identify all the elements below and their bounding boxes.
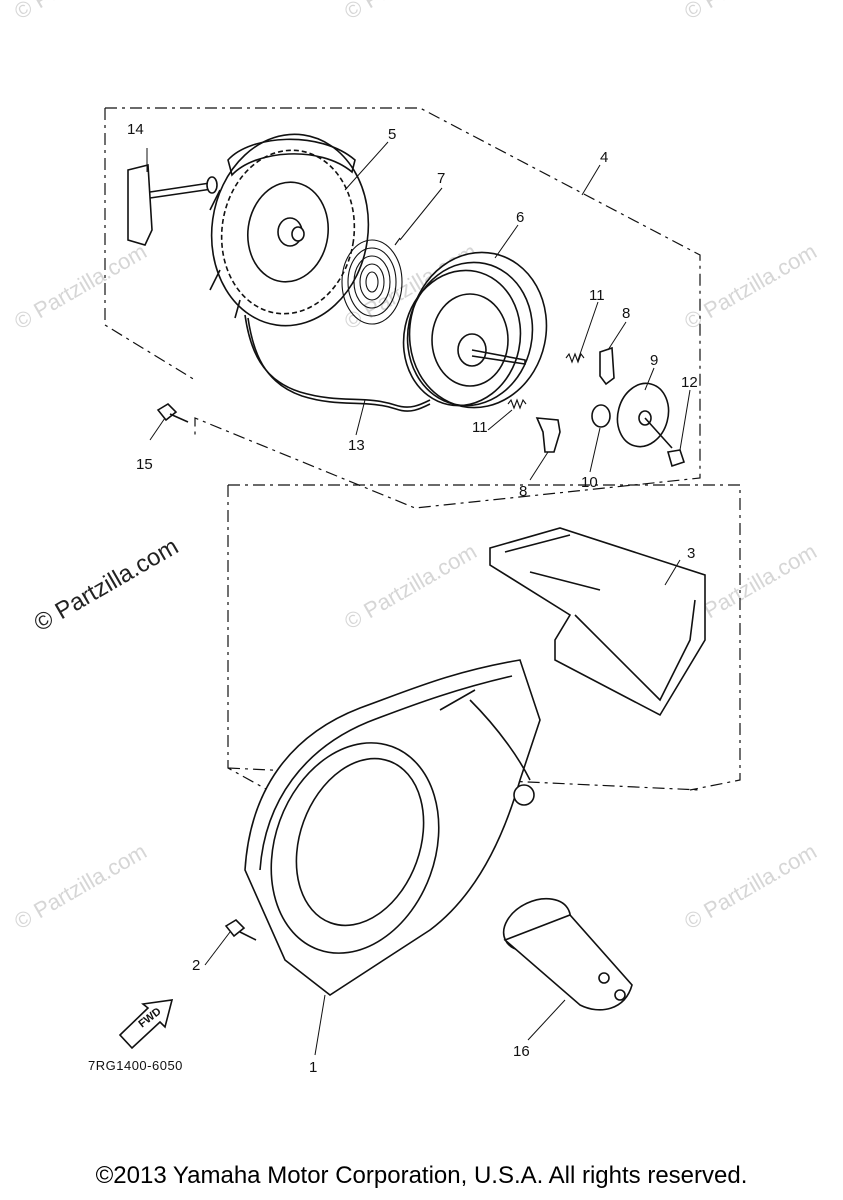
watermark-text: © Partzilla.com bbox=[10, 839, 151, 935]
callout-8-lower: 8 bbox=[519, 483, 527, 500]
cup-sleeve bbox=[502, 897, 633, 1011]
recoil-spring bbox=[341, 237, 403, 325]
callout-6: 6 bbox=[516, 209, 524, 226]
flywheel-cover bbox=[244, 659, 541, 996]
leader-lines bbox=[146, 141, 691, 1056]
callout-5: 5 bbox=[388, 126, 396, 143]
watermark-text: © Partzilla.com bbox=[680, 839, 821, 935]
callout-3: 3 bbox=[687, 545, 695, 562]
fwd-arrow-icon: FWD bbox=[118, 999, 174, 1050]
starter-case bbox=[209, 133, 370, 327]
callout-11-lower: 11 bbox=[472, 419, 488, 436]
callout-8-upper: 8 bbox=[622, 305, 630, 322]
screw bbox=[666, 449, 686, 468]
watermark-text: © Partzilla.com bbox=[10, 0, 151, 24]
callout-13: 13 bbox=[348, 437, 365, 454]
starter-handle bbox=[127, 163, 218, 246]
pawl-spring-lower bbox=[507, 398, 527, 410]
watermark-main: © Partzilla.com bbox=[30, 533, 184, 637]
callout-12: 12 bbox=[681, 374, 698, 391]
watermark-text: © Partzilla.com bbox=[340, 0, 481, 24]
watermark-text: © Partzilla.com bbox=[10, 239, 151, 335]
sheave-drum bbox=[402, 251, 548, 409]
callout-7: 7 bbox=[437, 170, 445, 187]
watermark-text: © Partzilla.com bbox=[680, 0, 821, 24]
bolt-upper bbox=[156, 402, 189, 423]
part-code: 7RG1400-6050 bbox=[88, 1058, 183, 1073]
callout-1: 1 bbox=[309, 1059, 317, 1076]
callout-15: 15 bbox=[136, 456, 153, 473]
friction-ring bbox=[591, 404, 611, 428]
watermark-text: © Partzilla.com bbox=[340, 539, 481, 635]
callout-9: 9 bbox=[650, 352, 658, 369]
copyright-notice: ©2013 Yamaha Motor Corporation, U.S.A. A… bbox=[95, 1162, 748, 1189]
watermark-text: © Partzilla.com bbox=[680, 239, 821, 335]
assembly-boundary-upper bbox=[104, 107, 701, 509]
pawl-upper bbox=[599, 346, 615, 386]
pawl-lower bbox=[535, 417, 561, 453]
callouts: 14 5 7 6 4 11 8 9 12 11 8 10 13 15 3 2 1… bbox=[127, 121, 698, 1076]
pawl-spring-upper bbox=[565, 352, 585, 364]
drive-plate bbox=[616, 382, 673, 449]
callout-11-upper: 11 bbox=[589, 287, 605, 304]
callout-10: 10 bbox=[581, 474, 598, 491]
callout-4: 4 bbox=[600, 149, 608, 166]
bolt-lower bbox=[224, 918, 257, 941]
callout-16: 16 bbox=[513, 1043, 530, 1060]
cover bbox=[489, 527, 706, 717]
callout-14: 14 bbox=[127, 121, 144, 138]
callout-2: 2 bbox=[192, 957, 200, 974]
starter-rope bbox=[244, 314, 431, 408]
